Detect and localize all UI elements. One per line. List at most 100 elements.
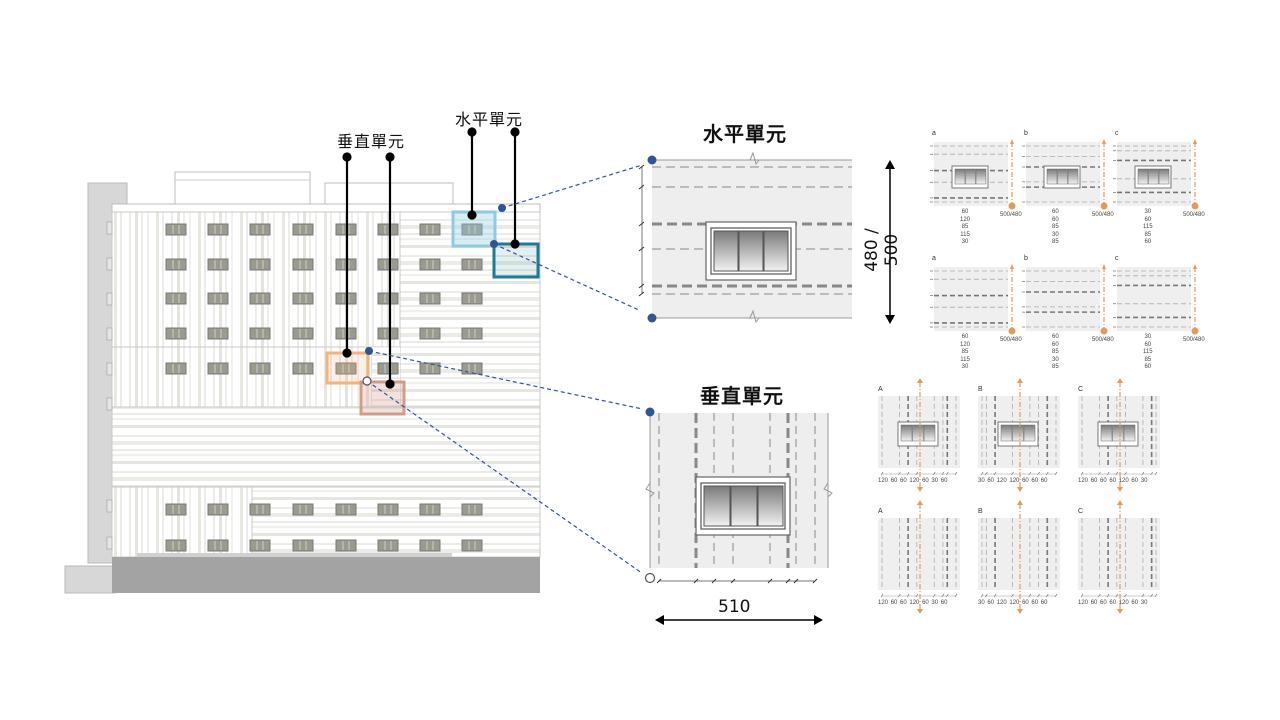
horizontal-unit-highlight-b[interactable] [492, 242, 540, 279]
spacing-value: 30 [1140, 478, 1148, 484]
spacing-value: 30 [961, 364, 969, 370]
facade-window [335, 539, 357, 552]
spacing-value: 60 [1144, 239, 1152, 245]
spacing-value: 115 [960, 231, 970, 238]
spacing-value: 60 [1144, 341, 1152, 348]
spacing-value: 60 [1052, 216, 1059, 223]
facade-window [461, 292, 483, 305]
vertical-unit-highlight-b[interactable] [359, 380, 406, 416]
spacing-value: 60 [940, 478, 948, 484]
vertical-variant-drawing [1078, 500, 1160, 614]
spacing-value: 60 [1022, 600, 1032, 606]
horizontal-unit-callout-label: 水平單元 [455, 110, 524, 129]
spacing-value: 60 [1100, 478, 1110, 484]
variant-label: B [978, 386, 983, 393]
spacing-value: 120 [996, 600, 1010, 606]
spacing-value: 120 [960, 341, 971, 348]
spacing-value: 60 [961, 209, 969, 215]
facade-window [207, 362, 229, 375]
spacing-value: 120 [1078, 478, 1091, 484]
width-dimension-label: 510 [718, 597, 751, 617]
variant-label: a [932, 255, 936, 262]
spacing-value: 60 [1052, 341, 1059, 348]
spacing-list: 30 60 120 120 60 60 60 [978, 600, 1047, 606]
spacing-value: 120 [1009, 600, 1023, 606]
connector-line [501, 165, 640, 209]
spacing-value: 60 [961, 334, 969, 340]
total-height-label: 500/480 [1183, 337, 1205, 343]
spacing-value: 60 [1040, 478, 1048, 484]
facade-window [249, 539, 271, 552]
spacing-value: 120 [1118, 478, 1132, 484]
spacing-value: 30 [978, 478, 988, 484]
facade-window [419, 258, 441, 271]
height-dimension-arrow [885, 160, 895, 324]
horizontal-variant-drawing [1022, 139, 1108, 210]
facade-window [165, 258, 187, 271]
facade-window [249, 223, 271, 236]
variant-label: C [1078, 386, 1084, 393]
facade-window [165, 362, 187, 375]
spacing-value: 85 [1052, 224, 1059, 230]
variant-label: a [932, 130, 936, 137]
spacing-value: 60 [1109, 478, 1119, 484]
horizontal-unit-highlight-a[interactable] [451, 210, 497, 248]
horizontal-band-zone-middle [111, 406, 541, 488]
vertical-unit-highlight-a[interactable] [325, 351, 370, 385]
spacing-value: 85 [1052, 364, 1059, 370]
spacing-value: 120 [1118, 600, 1132, 606]
facade-window [207, 327, 229, 340]
spacing-value: 30 [1052, 356, 1059, 363]
horizontal-variant-drawing [1022, 264, 1108, 335]
vertical-variant-drawing [878, 378, 960, 492]
variant-label: c [1115, 130, 1119, 137]
facade-window [207, 503, 229, 516]
connector-line [368, 350, 640, 410]
facade-window [249, 503, 271, 516]
facade-window [419, 223, 441, 236]
facade-window [292, 362, 314, 375]
facade-window [165, 292, 187, 305]
spacing-value: 30 [1144, 334, 1152, 340]
spacing-value: 85 [1144, 231, 1152, 238]
building-elevation [64, 127, 640, 594]
facade-window [292, 503, 314, 516]
spacing-value: 60 [987, 478, 997, 484]
horizontal-variant-drawing [1113, 264, 1199, 335]
spacing-list: 30 60 120 120 60 60 60 [978, 478, 1047, 484]
spacing-value: 85 [1144, 356, 1152, 363]
spacing-value: 60 [1031, 478, 1041, 484]
facade-window [335, 503, 357, 516]
facade-window [377, 223, 399, 236]
spacing-value: 120 [1078, 600, 1091, 606]
horizontal-variant-drawing [930, 264, 1016, 335]
spacing-value: 120 [878, 478, 891, 484]
vertical-variant-drawing [878, 500, 960, 614]
spacing-value: 60 [1109, 600, 1119, 606]
spacing-value: 60 [1031, 600, 1041, 606]
spacing-value: 60 [900, 600, 910, 606]
spacing-value: 60 [1040, 600, 1048, 606]
facade-window [419, 539, 441, 552]
facade-window [461, 362, 483, 375]
horizontal-variant-drawing [930, 139, 1016, 210]
spacing-value: 60 [1144, 216, 1152, 223]
spacing-value: 85 [1052, 349, 1059, 355]
facade-window [249, 258, 271, 271]
variant-label: b [1024, 255, 1028, 262]
horizontal-unit-detail [638, 151, 852, 324]
facade-window [377, 362, 399, 375]
spacing-value: 30 [931, 478, 941, 484]
facade-window [335, 362, 357, 375]
